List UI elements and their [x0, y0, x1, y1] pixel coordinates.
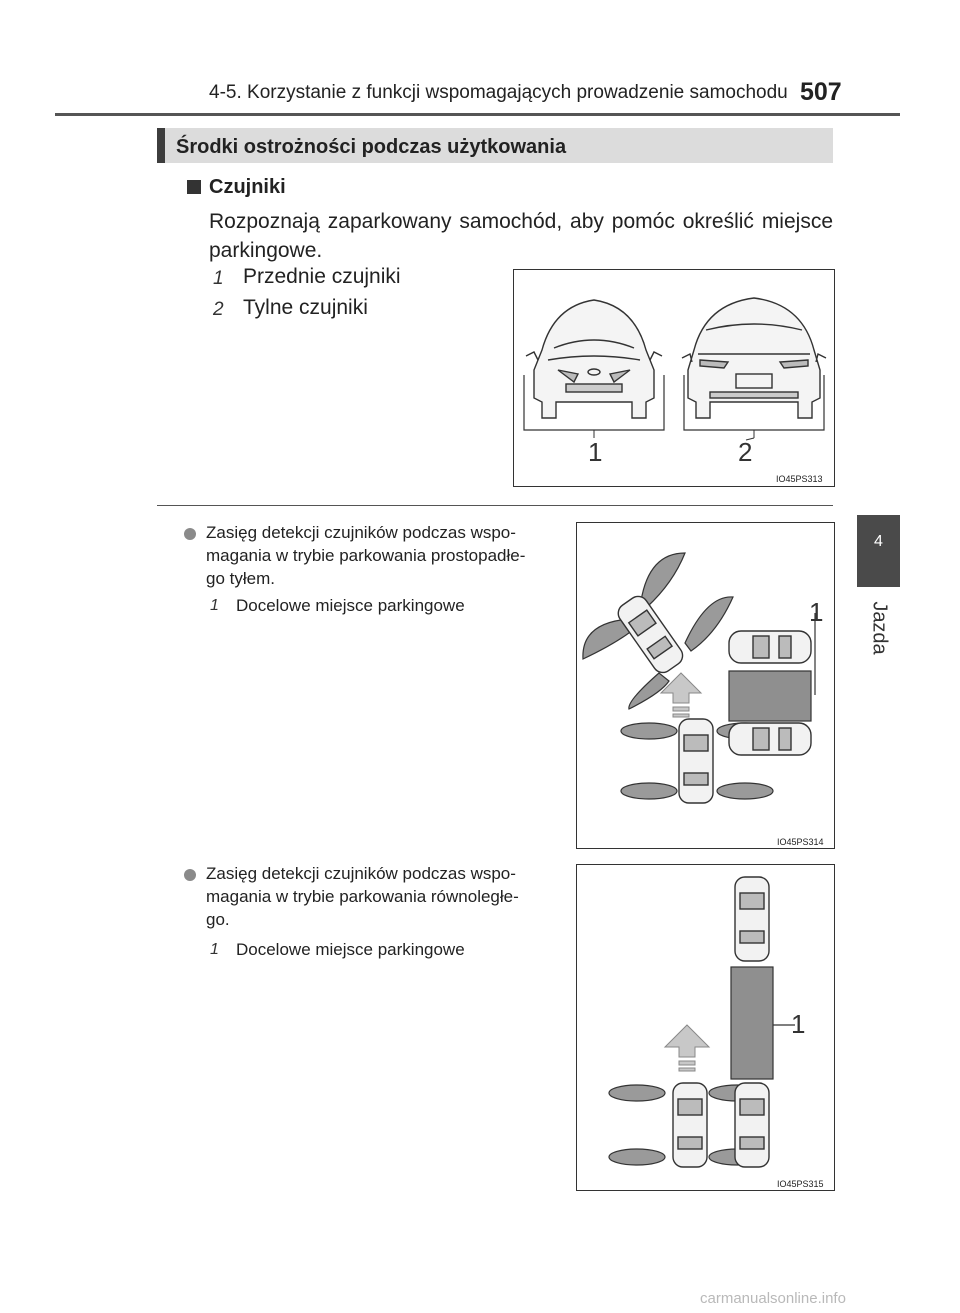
subsection-description: Rozpoznają zaparkowany samochód, aby pom… [209, 210, 833, 262]
maneuvering-car [672, 1082, 708, 1168]
chapter-number: 4 [874, 533, 883, 550]
bullet-line: go. [206, 910, 230, 929]
chapter-label: Jazda [856, 598, 902, 658]
callout-2: 2 [738, 437, 752, 467]
parked-car-front [734, 876, 770, 962]
maneuvering-car [617, 595, 684, 674]
bullet-text-perpendicular: Zasięg detekcji czujników podczas wspo- … [206, 521, 556, 590]
header-rule [55, 113, 900, 116]
bullet-line: Zasięg detekcji czujników podczas wspo- [206, 864, 516, 883]
bullet-line: go tyłem. [206, 569, 275, 588]
bullet-text-parallel: Zasięg detekcji czujników podczas wspo- … [206, 862, 556, 931]
watermark: carmanualsonline.info [700, 1290, 846, 1307]
target-parking-space [728, 670, 812, 722]
sensors-figure: 1 2 IO45PS313 [513, 269, 835, 487]
chapter-tab[interactable] [857, 515, 900, 587]
section-title-bar [157, 128, 833, 163]
section-title-accent [157, 128, 165, 163]
figure-code: IO45PS314 [777, 837, 824, 847]
target-label: Docelowe miejsce parkingowe [236, 596, 465, 615]
callout-1: 1 [809, 597, 823, 627]
item-number: 2 [213, 299, 224, 320]
bullet-line: Zasięg detekcji czujników podczas wspo- [206, 523, 516, 542]
parallel-figure: 1 IO45PS315 [576, 864, 835, 1191]
figure-code: IO45PS315 [777, 1179, 824, 1189]
figure-code: IO45PS313 [776, 474, 823, 484]
bullet-line: magania w trybie parkowania prostopadłe- [206, 546, 526, 565]
direction-arrow-icon [659, 672, 703, 718]
sensors-illustration: 1 2 IO45PS313 [523, 297, 827, 484]
square-bullet-icon [187, 180, 201, 194]
reversing-car [678, 718, 714, 804]
section-title: Środki ostrożności podczas użytkowania [176, 136, 567, 158]
callout-1: 1 [791, 1009, 805, 1039]
perpendicular-illustration: 1 IO45PS314 [582, 552, 824, 847]
header-title: 4-5. Korzystanie z funkcji wspomagającyc… [209, 82, 788, 103]
round-bullet-icon [184, 528, 196, 540]
item-label-rear: Tylne czujniki [243, 296, 368, 319]
subsection-title: Czujniki [209, 176, 286, 198]
parked-cars [728, 630, 812, 756]
target-parking-space [730, 966, 774, 1080]
item-label-front: Przednie czujniki [243, 265, 401, 288]
section-divider [157, 505, 833, 506]
rear-car-illustration [681, 297, 827, 419]
parked-car-rear [734, 1082, 770, 1168]
page-number: 507 [800, 78, 842, 106]
target-number: 1 [210, 597, 219, 614]
callout-1: 1 [588, 437, 602, 467]
target-label: Docelowe miejsce parkingowe [236, 940, 465, 959]
front-car-illustration [525, 299, 663, 419]
target-number: 1 [210, 941, 219, 958]
chapter-label-text: Jazda [868, 601, 891, 655]
parallel-illustration: 1 IO45PS315 [608, 876, 824, 1189]
direction-arrow-icon [663, 1024, 711, 1072]
round-bullet-icon [184, 869, 196, 881]
item-number: 1 [213, 268, 224, 289]
perpendicular-figure: 1 IO45PS314 [576, 522, 835, 849]
bullet-line: magania w trybie parkowania równoległe- [206, 887, 519, 906]
